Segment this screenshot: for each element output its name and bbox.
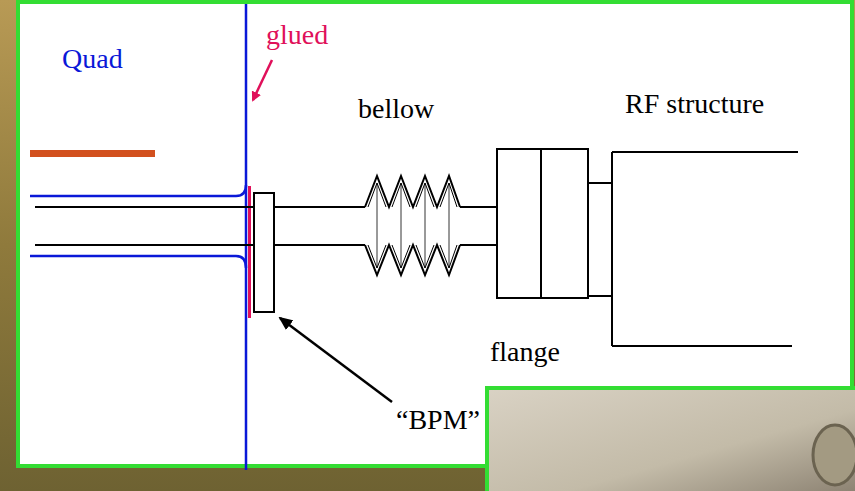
glue-leader xyxy=(253,60,272,100)
header-rule xyxy=(30,150,155,157)
part-name: flange xyxy=(490,337,560,368)
annotation-label: glued xyxy=(266,20,328,51)
photo-part xyxy=(813,425,855,485)
part-name: “BPM” xyxy=(396,405,480,436)
rf-structure-outline xyxy=(588,152,798,346)
part-name: bellow xyxy=(358,94,434,125)
quad-outline xyxy=(30,4,246,470)
bellow-symbol xyxy=(365,176,460,275)
part-name: RF structure xyxy=(625,89,764,120)
bpm-leader xyxy=(280,318,392,402)
photo-inset xyxy=(487,388,855,491)
bpm-block xyxy=(254,193,274,312)
glue-layer xyxy=(248,186,251,318)
part-name: Quad xyxy=(62,44,123,75)
flange-symbol xyxy=(497,149,588,298)
